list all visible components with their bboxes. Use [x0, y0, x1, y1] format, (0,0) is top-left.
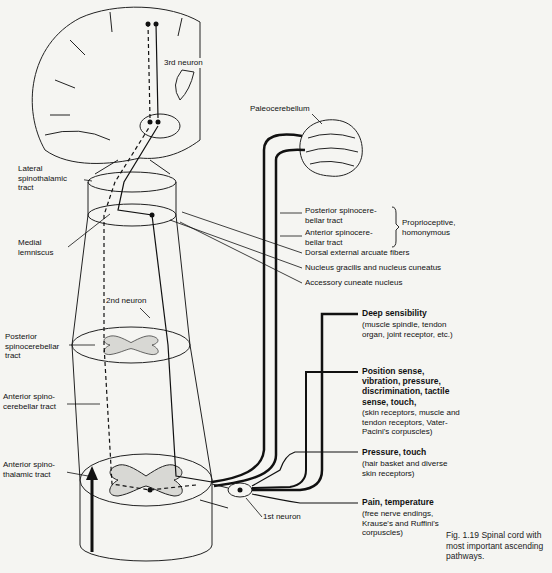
position-sense-fiber [252, 372, 358, 488]
pathway-label: (skin receptors, muscle and tendon recep… [362, 408, 474, 437]
pathway-label: 3rd neuron [164, 58, 204, 68]
figure-caption: Fig. 1.19 Spinal cord with most importan… [446, 530, 546, 562]
anterior-spinothalamic-arrow [91, 478, 94, 552]
pathway-label: Anterior spinocere- bellar tract [305, 228, 390, 247]
leader-line [66, 114, 322, 517]
spinothalamic-pathway [104, 24, 196, 490]
arrowhead [86, 466, 98, 480]
pathway-label: Anterior spino- cerebellar tract [3, 392, 67, 411]
pathway-label: Position sense, vibration, pressure, dis… [362, 366, 454, 407]
dorsal-root-ganglion [228, 483, 252, 497]
pathway-label: Deep sensibility [362, 308, 472, 318]
neuron-body [154, 22, 159, 27]
neuron-body [156, 120, 161, 125]
spinocerebellar-tract [212, 135, 302, 482]
thalamus [140, 114, 180, 138]
pathway-label: 2nd neuron [106, 296, 154, 306]
pain-fiber [252, 494, 358, 503]
lumbar-section [80, 454, 212, 506]
neuron-body [146, 22, 151, 27]
grey-matter [104, 336, 158, 355]
pathway-label: Proprioceptive, homonymous [402, 218, 480, 237]
pathway-label: Dorsal external arcuate fibers [305, 248, 465, 258]
pathway-label: (free nerve endings, Krause's and Ruffin… [362, 509, 440, 538]
pathway-label: Pressure, touch [362, 447, 457, 457]
pathway-label: Medial lemniscus [18, 238, 68, 257]
lateral-ventricle [175, 70, 194, 100]
deep-sensibility-fiber [252, 314, 358, 490]
neuron-body [148, 120, 153, 125]
pathway-label: Pain, temperature [362, 497, 457, 507]
lemniscal-pathway [118, 24, 212, 482]
pathway-label: Posterior spinocerebellar tract [5, 332, 69, 361]
bracket [392, 207, 399, 247]
spinal-cord-wall [72, 215, 212, 561]
neuron-body [148, 488, 153, 493]
pathway-label: Nucleus gracilis and nucleus cuneatus [305, 263, 475, 273]
pathway-label: 1st neuron [263, 512, 308, 522]
spinocerebellar-tract [214, 150, 305, 486]
cerebellum [300, 120, 362, 177]
midbrain-section [88, 172, 176, 192]
pathway-label: Anterior spino- thalamic tract [3, 460, 67, 479]
nerve-root [200, 484, 228, 508]
pathway-label: Lateral spinothalamic tract [18, 164, 84, 193]
cortex-sulci [45, 12, 182, 140]
neuron-body [150, 213, 155, 218]
cerebrum-outline [32, 7, 200, 163]
pathway-label: (muscle spindle, tendon organ, joint rec… [362, 320, 462, 339]
cerebellar-folia [306, 134, 358, 166]
pressure-fiber [252, 452, 358, 486]
pathway-label: (hair basket and diverse skin receptors) [362, 459, 452, 478]
neuron-body [238, 488, 243, 493]
pathway-label: Accessory cuneate nucleus [305, 278, 445, 288]
pathway-label: Posterior spinocere- bellar tract [305, 206, 390, 225]
grey-matter [110, 465, 183, 496]
medulla-section [88, 204, 176, 226]
pathway-label: Paleocerebellum [250, 104, 320, 114]
